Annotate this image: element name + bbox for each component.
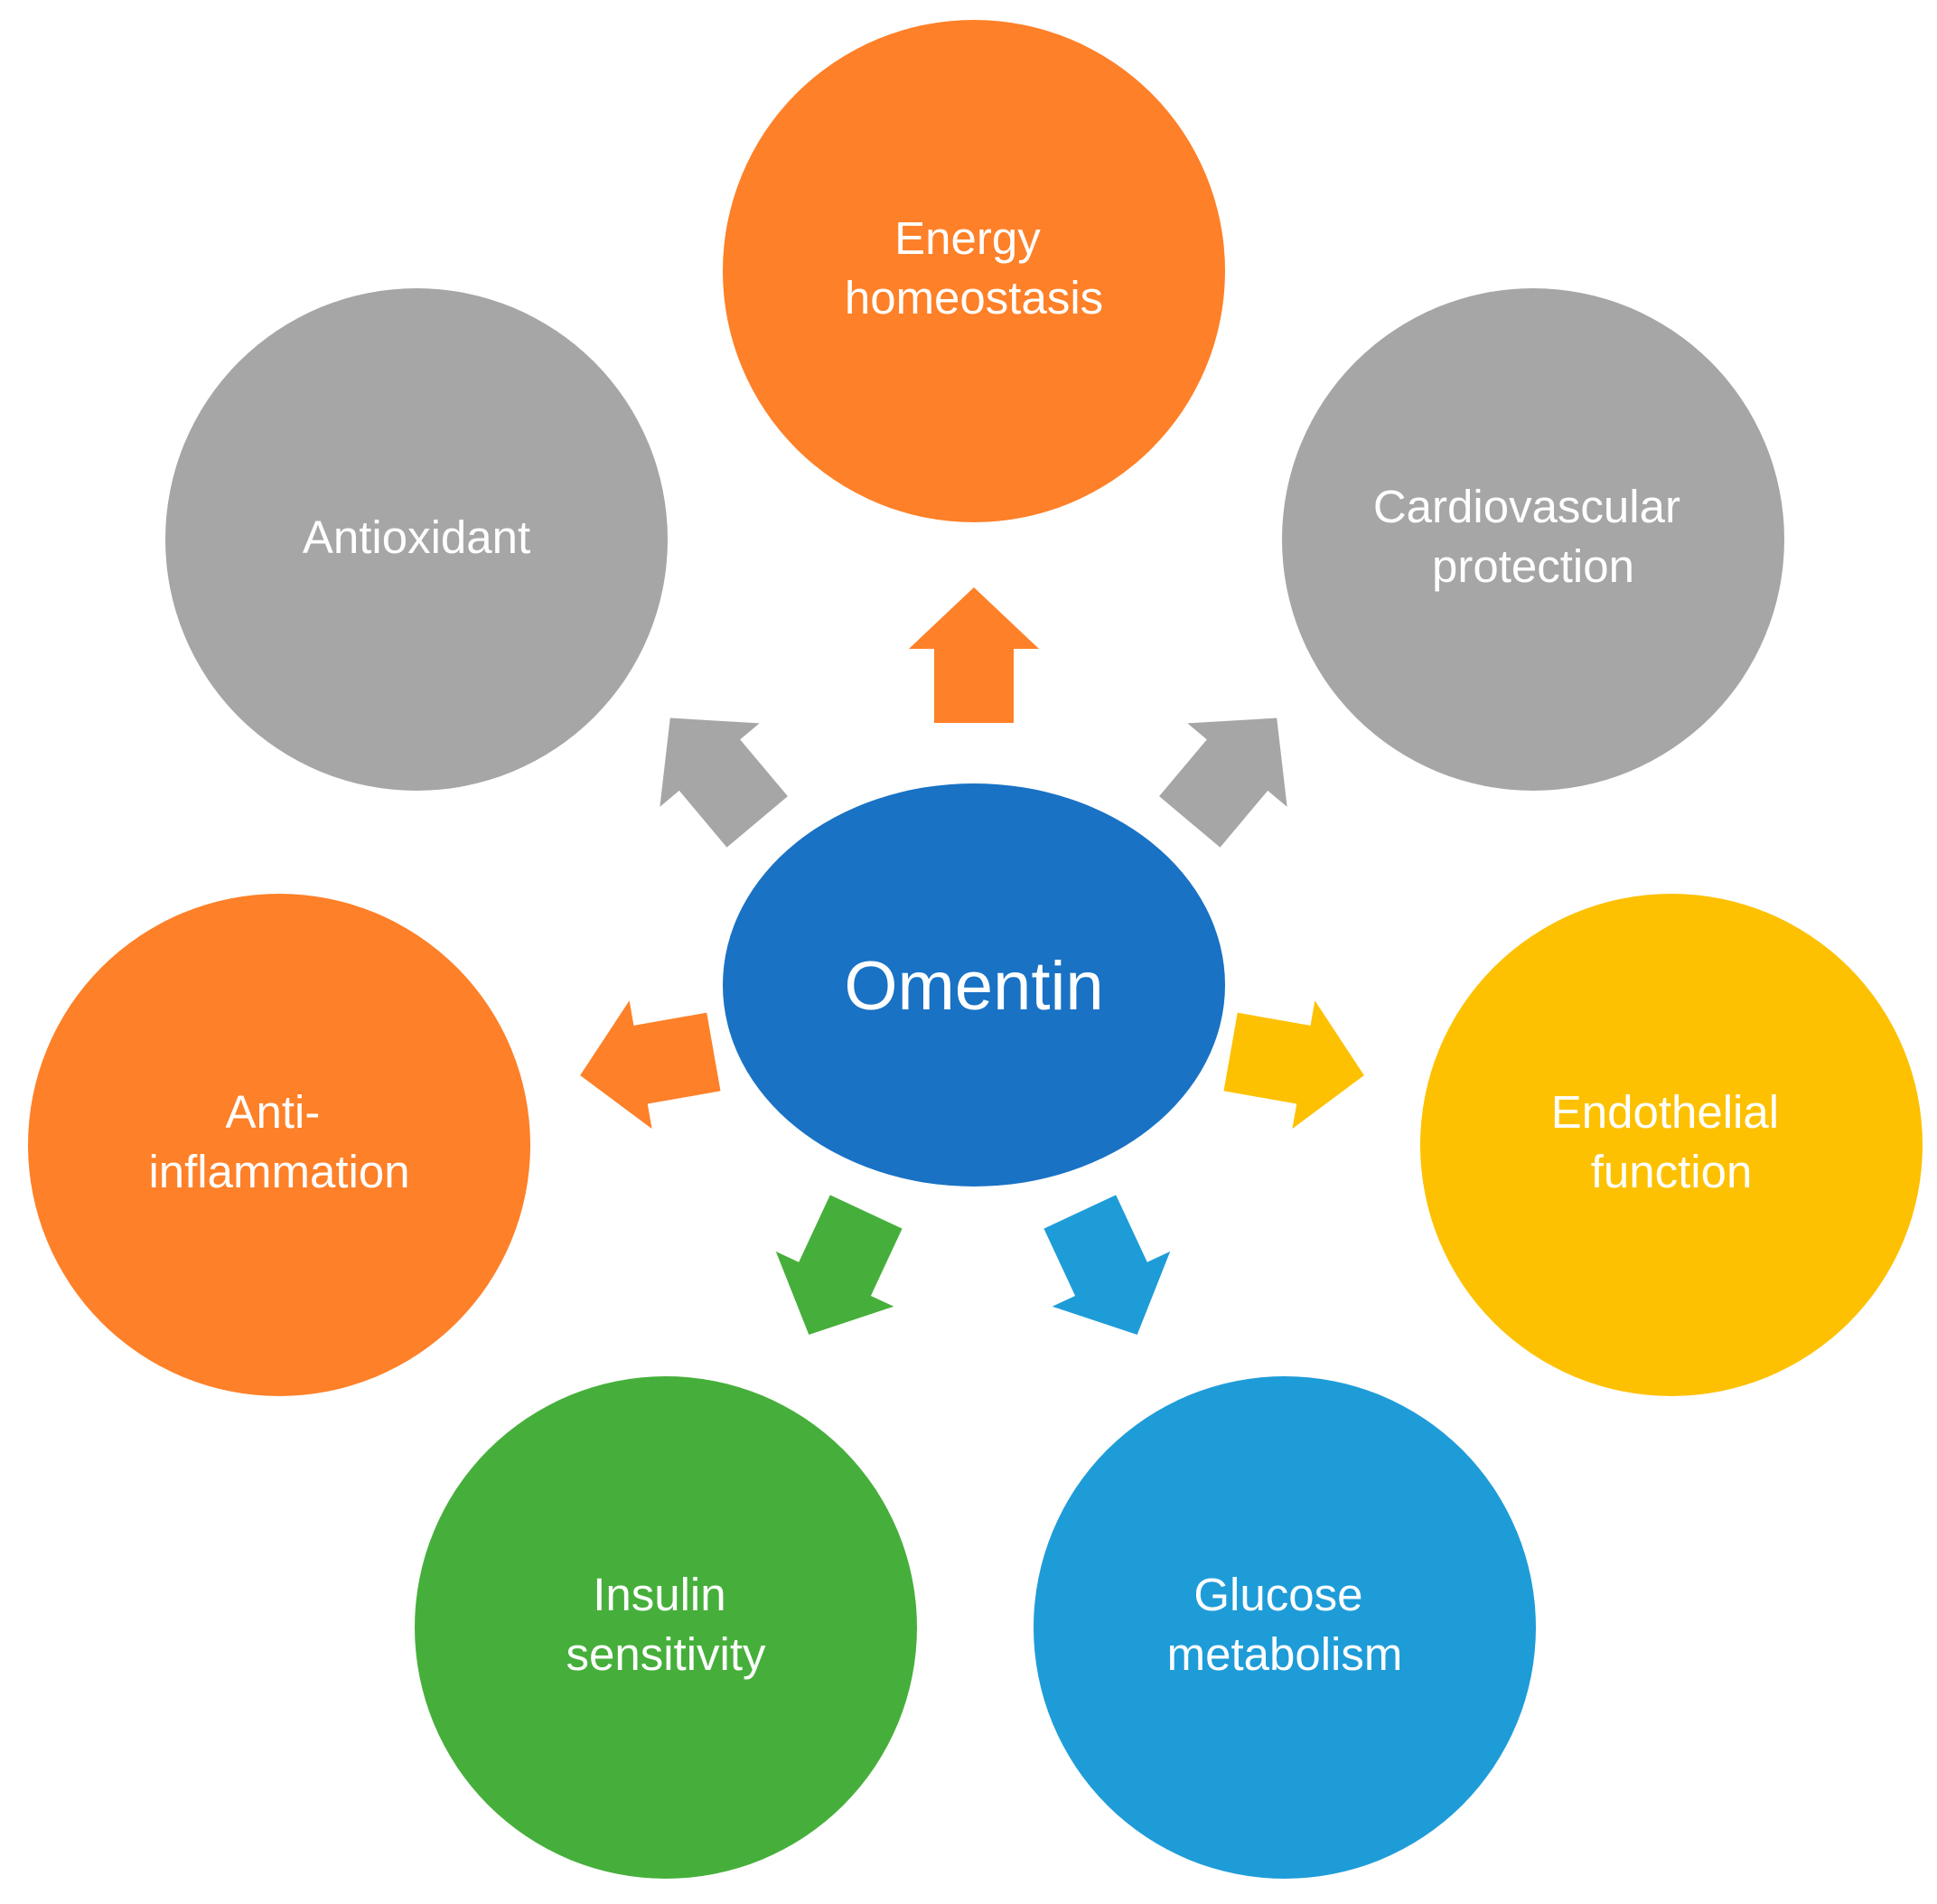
node-glucose-label: Glucose metabolism xyxy=(1167,1569,1403,1680)
arrow-glucose xyxy=(1021,1184,1196,1363)
outer-nodes: Energy homeostasis Cardiovascular protec… xyxy=(28,20,1923,1879)
node-insulin-line-2: sensitivity xyxy=(566,1628,766,1680)
node-energy: Energy homeostasis xyxy=(723,20,1225,522)
node-cardio-label: Cardiovascular protection xyxy=(1373,481,1693,592)
arrow-cardio xyxy=(1139,676,1327,864)
node-antiinflammation-line-1: Anti- xyxy=(225,1086,320,1138)
arrow-endothelial xyxy=(1219,988,1376,1140)
node-glucose: Glucose metabolism xyxy=(1034,1376,1536,1879)
node-antioxidant-circle xyxy=(165,288,668,791)
node-energy-line-2: homeostasis xyxy=(845,272,1103,324)
node-antiinflammation-line-2: inflammation xyxy=(148,1146,409,1197)
node-endothelial-circle xyxy=(1420,894,1923,1396)
arrow-energy xyxy=(909,587,1039,723)
node-endothelial-line-1: Endothelial xyxy=(1551,1086,1779,1138)
node-cardio-circle xyxy=(1282,288,1784,791)
center-label: Omentin xyxy=(844,948,1103,1025)
node-antiinflammation: Anti- inflammation xyxy=(28,894,530,1396)
node-cardio-line-2: protection xyxy=(1432,540,1634,592)
arrow-insulin xyxy=(750,1184,925,1363)
node-antiinflammation-label: Anti- inflammation xyxy=(148,1086,409,1197)
node-energy-line-1: Energy xyxy=(894,212,1041,264)
node-antioxidant-label: Antioxidant xyxy=(303,511,530,563)
node-energy-label: Energy homeostasis xyxy=(845,212,1103,324)
node-glucose-line-1: Glucose xyxy=(1193,1569,1362,1620)
node-cardio: Cardiovascular protection xyxy=(1282,288,1784,791)
node-insulin: Insulin sensitivity xyxy=(415,1376,917,1879)
center-ellipse xyxy=(723,783,1225,1186)
node-insulin-line-1: Insulin xyxy=(593,1569,725,1620)
arrow-antiinflammation xyxy=(568,988,725,1140)
node-glucose-circle xyxy=(1034,1376,1536,1879)
node-endothelial: Endothelial function xyxy=(1420,894,1923,1396)
node-cardio-line-1: Cardiovascular xyxy=(1373,481,1680,532)
center-node: Omentin xyxy=(723,783,1225,1186)
arrow-antioxidant xyxy=(620,676,808,864)
node-insulin-label: Insulin sensitivity xyxy=(566,1569,766,1680)
node-insulin-circle xyxy=(415,1376,917,1879)
node-antiinflammation-circle xyxy=(28,894,530,1396)
node-endothelial-line-2: function xyxy=(1591,1146,1753,1197)
node-glucose-line-2: metabolism xyxy=(1167,1628,1403,1680)
node-antioxidant-line-1: Antioxidant xyxy=(303,511,530,563)
node-energy-circle xyxy=(723,20,1225,522)
node-endothelial-label: Endothelial function xyxy=(1551,1086,1792,1197)
node-antioxidant: Antioxidant xyxy=(165,288,668,791)
